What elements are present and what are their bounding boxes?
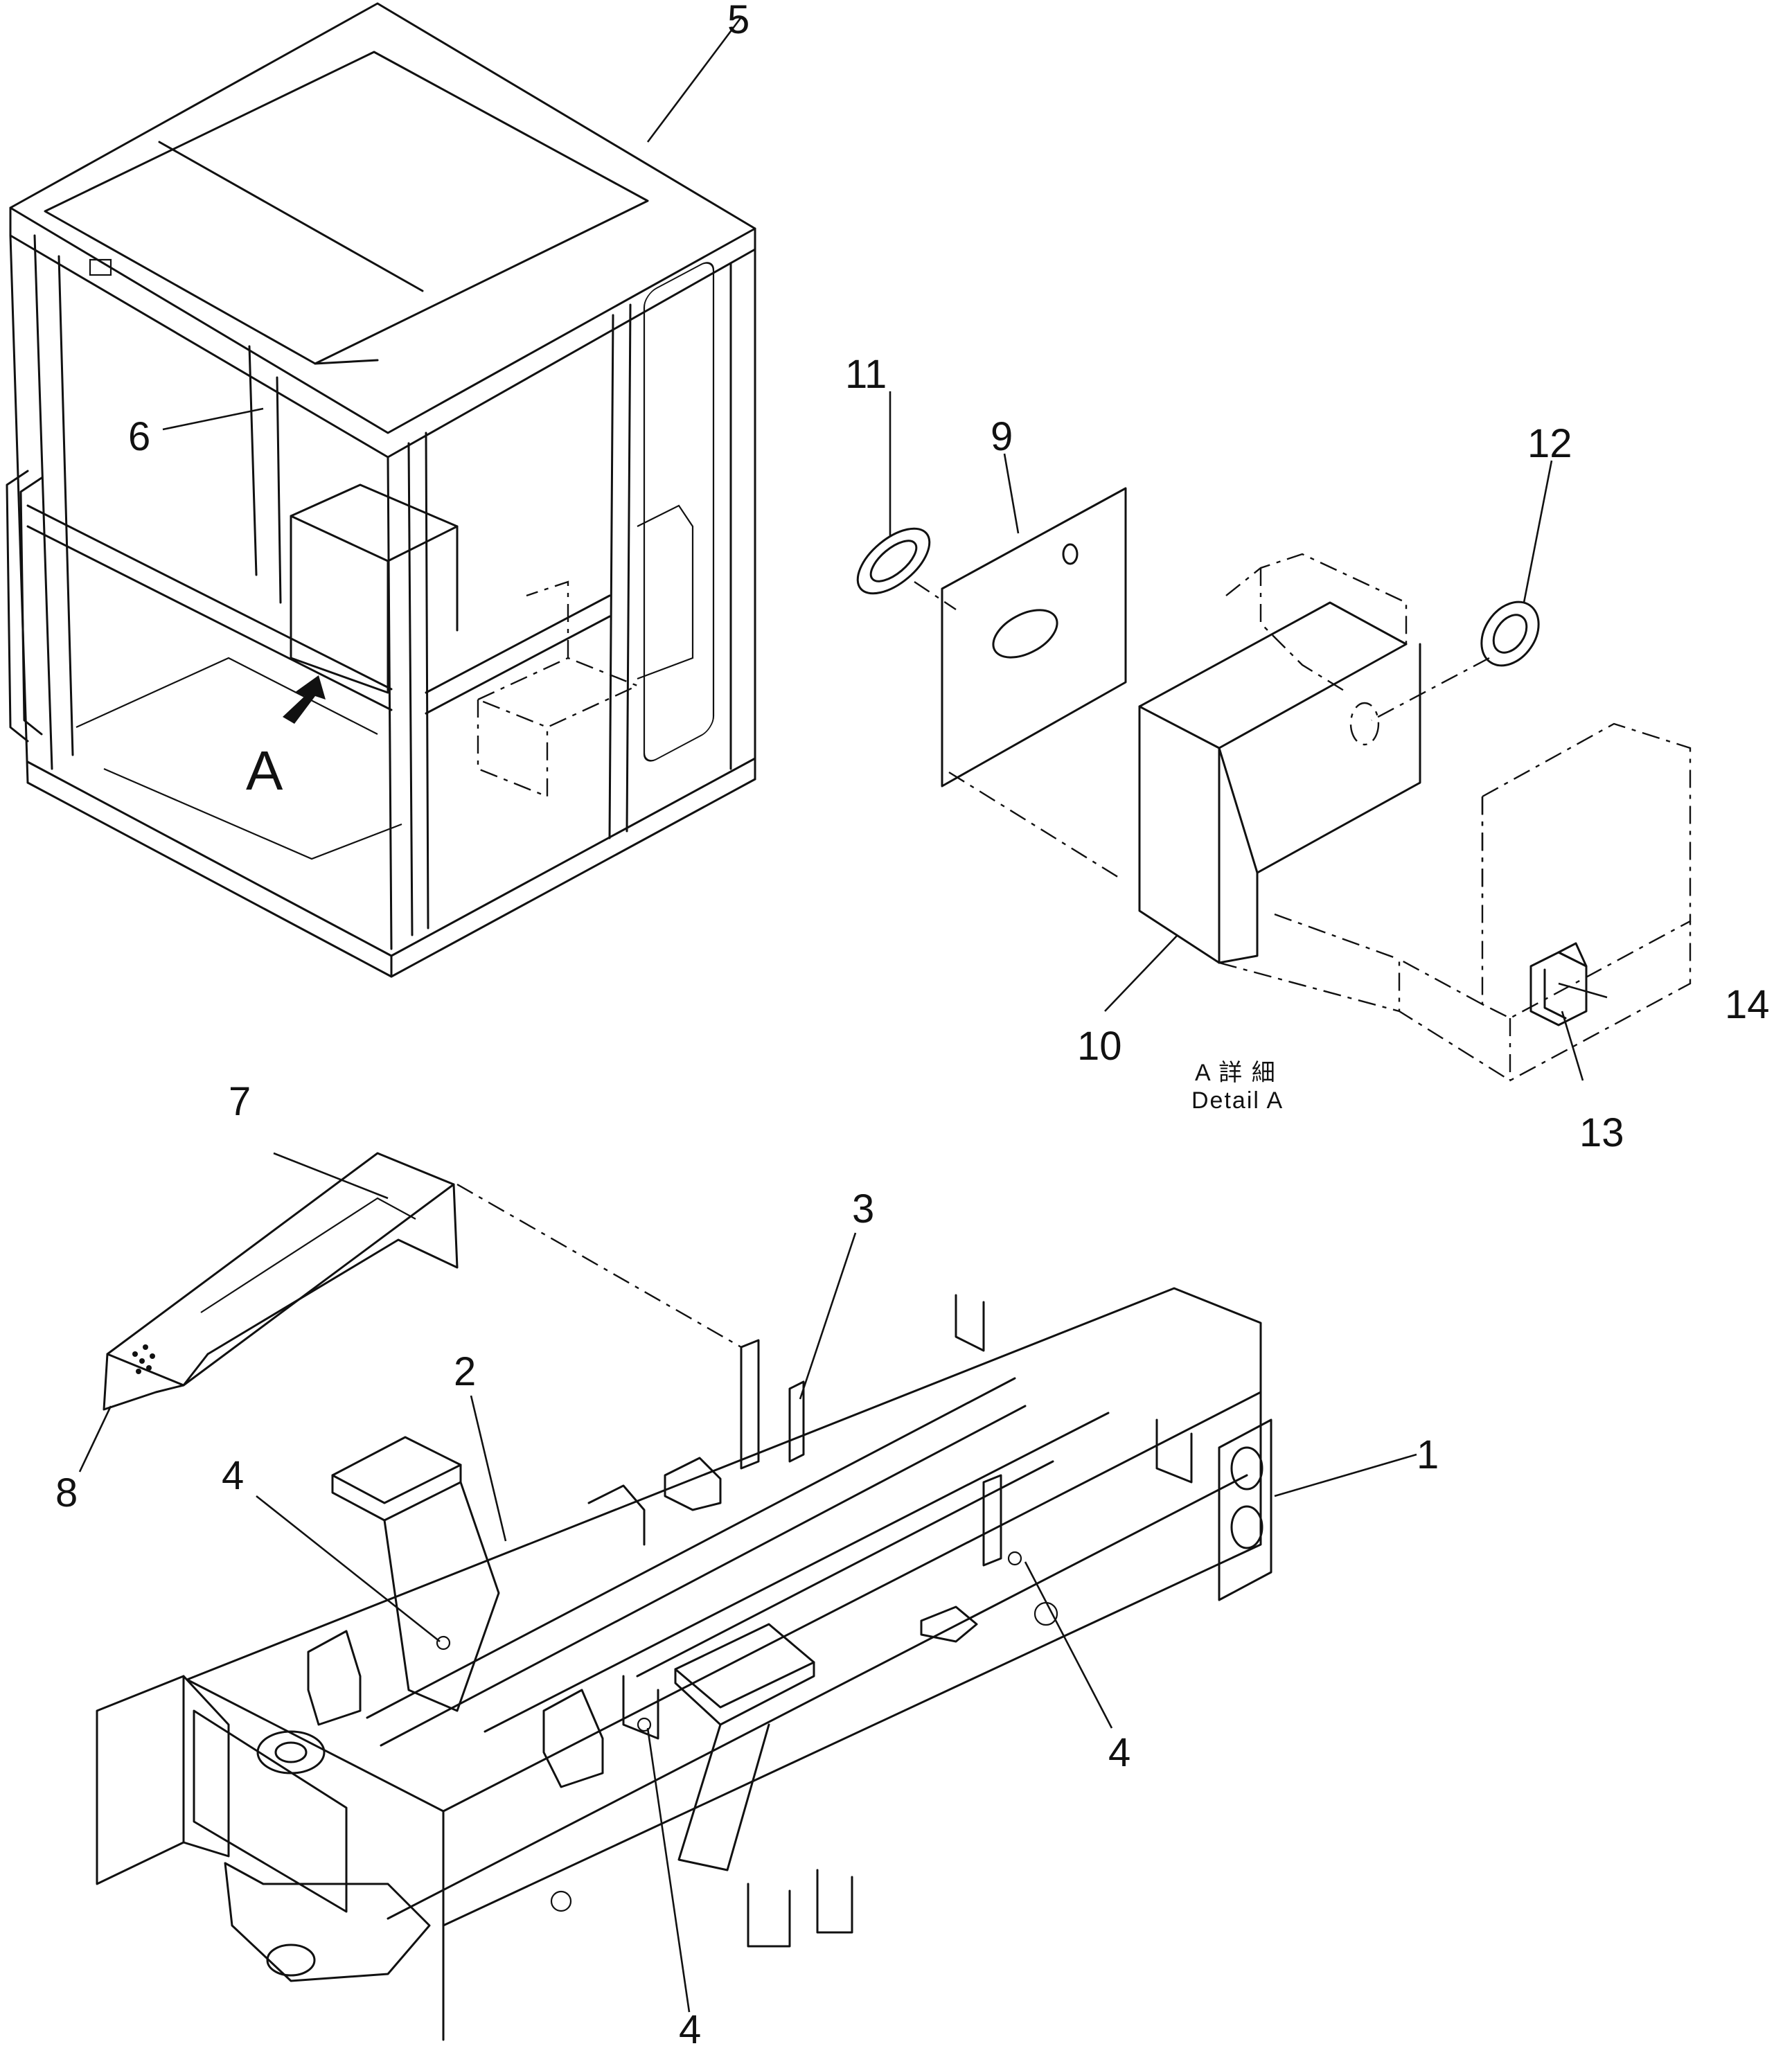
callout-12: 12 — [1527, 421, 1572, 466]
part-12-grommet — [1371, 601, 1540, 722]
part-13-14-latch — [1529, 942, 1588, 1026]
pedestal-left — [331, 1436, 500, 1712]
callout-4-right: 4 — [1108, 1730, 1130, 1775]
callout-4-left: 4 — [222, 1453, 244, 1498]
part-9-plate — [914, 487, 1127, 881]
detail-base-block — [1218, 722, 1692, 1082]
callout-labels: 5 6 11 9 12 10 14 13 7 8 3 2 4 1 4 4 — [55, 0, 1770, 2046]
floor-frame-assembly — [96, 1152, 1272, 2041]
callout-6: 6 — [128, 414, 150, 459]
view-direction-arrow-icon — [283, 675, 326, 724]
leader-lines — [78, 17, 1608, 2013]
part-10-cover — [1138, 553, 1421, 964]
callout-9: 9 — [991, 414, 1013, 459]
part-1-end-plate — [1218, 1418, 1272, 1601]
detail-caption-english: Detail A — [1191, 1087, 1284, 1114]
callout-7: 7 — [229, 1079, 251, 1124]
callout-13: 13 — [1579, 1110, 1624, 1155]
callout-1: 1 — [1417, 1432, 1439, 1477]
part-7-duct — [103, 1152, 742, 1411]
callout-2: 2 — [454, 1349, 476, 1394]
cab-assembly: A — [6, 2, 756, 978]
vent-holes — [132, 1344, 155, 1374]
pedestal-right — [674, 1623, 815, 1871]
callout-10: 10 — [1077, 1024, 1122, 1069]
callout-8: 8 — [55, 1470, 78, 1515]
callout-4-bottom: 4 — [679, 2007, 701, 2046]
detail-caption-japanese: A 詳 細 — [1195, 1060, 1277, 1086]
detail-caption: A 詳 細 Detail A — [1191, 1060, 1284, 1114]
front-lug — [224, 1730, 431, 1982]
callout-3: 3 — [852, 1186, 874, 1231]
callout-11: 11 — [845, 352, 887, 397]
callout-14: 14 — [1725, 982, 1770, 1027]
part-11-grommet — [856, 527, 931, 595]
callout-5: 5 — [727, 0, 749, 42]
view-marker-label: A — [246, 740, 283, 801]
detail-a-assembly — [856, 487, 1692, 1082]
